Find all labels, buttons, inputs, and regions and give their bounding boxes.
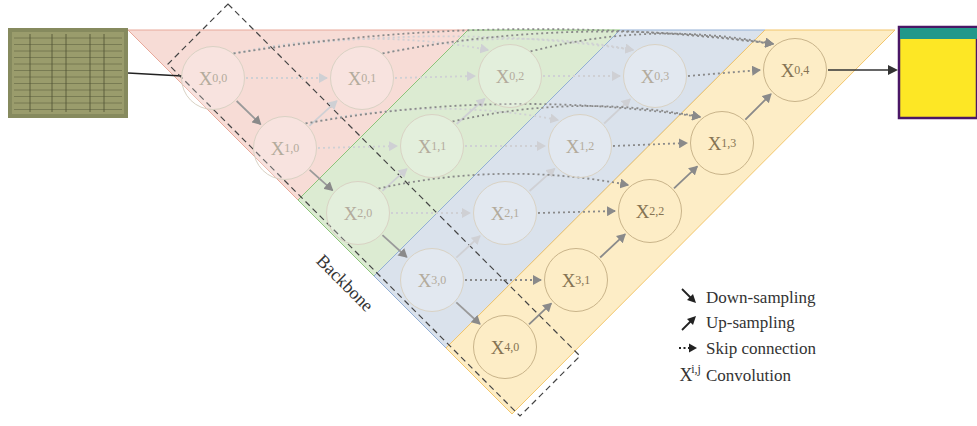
output-arrow xyxy=(828,69,890,71)
node-symbol: X xyxy=(271,139,285,158)
legend-text: Up-sampling xyxy=(706,314,795,331)
node-symbol: X xyxy=(491,338,505,357)
up-sampling-arrow xyxy=(382,169,406,191)
legend-text: Skip connection xyxy=(706,340,816,357)
node-symbol: X xyxy=(636,202,650,221)
skip-connection xyxy=(318,146,397,148)
down-sampling-arrow xyxy=(237,101,261,124)
convolution-node: X1,1 xyxy=(400,114,464,178)
down-sampling-arrow xyxy=(456,302,480,324)
skip-connection xyxy=(543,75,620,77)
node-symbol: X xyxy=(344,204,358,223)
node-symbol: X xyxy=(491,204,505,223)
node-index: 2,1 xyxy=(504,207,519,219)
skip-connection xyxy=(395,76,475,78)
up-sampling-arrow xyxy=(600,234,625,257)
convolution-node: X0,0 xyxy=(181,46,245,110)
legend-convolution-index: i,j xyxy=(691,363,701,375)
skip-connection xyxy=(465,279,541,281)
input-image xyxy=(8,28,128,118)
node-index: 0,3 xyxy=(654,70,669,82)
convolution-node: X2,0 xyxy=(326,181,390,245)
convolution-node: X2,1 xyxy=(473,181,537,245)
node-symbol: X xyxy=(418,271,432,290)
convolution-node: X4,0 xyxy=(473,315,537,379)
input-arrow xyxy=(128,73,182,76)
convolution-node: X0,3 xyxy=(623,44,687,108)
up-sampling-arrow xyxy=(604,99,630,123)
skip-connection xyxy=(688,70,760,76)
up-sampling-arrow xyxy=(529,303,551,324)
node-index: 2,2 xyxy=(649,205,664,217)
legend-text: Down-sampling xyxy=(706,289,816,306)
skip-connection xyxy=(383,32,774,54)
up-sampling-arrow xyxy=(457,99,485,124)
up-sampling-arrow xyxy=(530,169,555,191)
skip-connection xyxy=(391,212,470,214)
down-sampling-arrow xyxy=(382,235,406,257)
up-sampling-arrow xyxy=(745,94,771,120)
backbone-outline xyxy=(168,4,580,416)
node-index: 1,0 xyxy=(284,142,299,154)
up-sampling-arrow xyxy=(674,166,697,188)
node-symbol: X xyxy=(566,137,580,156)
down-sampling-arrow xyxy=(310,170,333,190)
band-yellow xyxy=(446,30,895,414)
skip-connection xyxy=(465,145,545,147)
skip-connection xyxy=(538,211,615,213)
convolution-node: X3,1 xyxy=(544,248,608,312)
node-symbol: X xyxy=(641,67,655,86)
skip-connection xyxy=(246,77,327,79)
up-sampling-arrow xyxy=(456,236,480,258)
node-symbol: X xyxy=(199,69,213,88)
node-index: 1,1 xyxy=(431,140,446,152)
convolution-node: X2,2 xyxy=(618,179,682,243)
node-index: 2,0 xyxy=(357,207,372,219)
convolution-node: X0,4 xyxy=(763,38,827,102)
convolution-node: X1,2 xyxy=(548,114,612,178)
node-index: 0,4 xyxy=(794,64,809,76)
node-index: 0,2 xyxy=(509,70,524,82)
node-index: 0,1 xyxy=(361,72,376,84)
convolution-node: X3,0 xyxy=(400,248,464,312)
node-symbol: X xyxy=(348,69,362,88)
node-symbol: X xyxy=(562,271,576,290)
legend-text: Convolution xyxy=(706,367,791,384)
node-index: 1,3 xyxy=(721,137,736,149)
node-index: 3,0 xyxy=(431,274,446,286)
node-symbol: X xyxy=(781,61,795,80)
convolution-node: X0,1 xyxy=(330,46,394,110)
convolution-node: X1,3 xyxy=(690,111,754,175)
up-sampling-arrow xyxy=(309,101,336,126)
node-index: 3,1 xyxy=(575,274,590,286)
node-symbol: X xyxy=(496,67,510,86)
node-index: 0,0 xyxy=(212,72,227,84)
legend-symbols xyxy=(679,289,697,353)
convolution-node: X1,0 xyxy=(253,116,317,180)
convolution-node: X0,2 xyxy=(478,44,542,108)
node-symbol: X xyxy=(418,137,432,156)
output-mask xyxy=(899,27,977,118)
node-symbol: X xyxy=(708,134,722,153)
legend-convolution-symbol: X xyxy=(680,366,693,384)
skip-connection xyxy=(613,143,687,146)
output-arrow-head xyxy=(888,65,898,75)
node-index: 4,0 xyxy=(504,341,519,353)
node-index: 1,2 xyxy=(579,140,594,152)
